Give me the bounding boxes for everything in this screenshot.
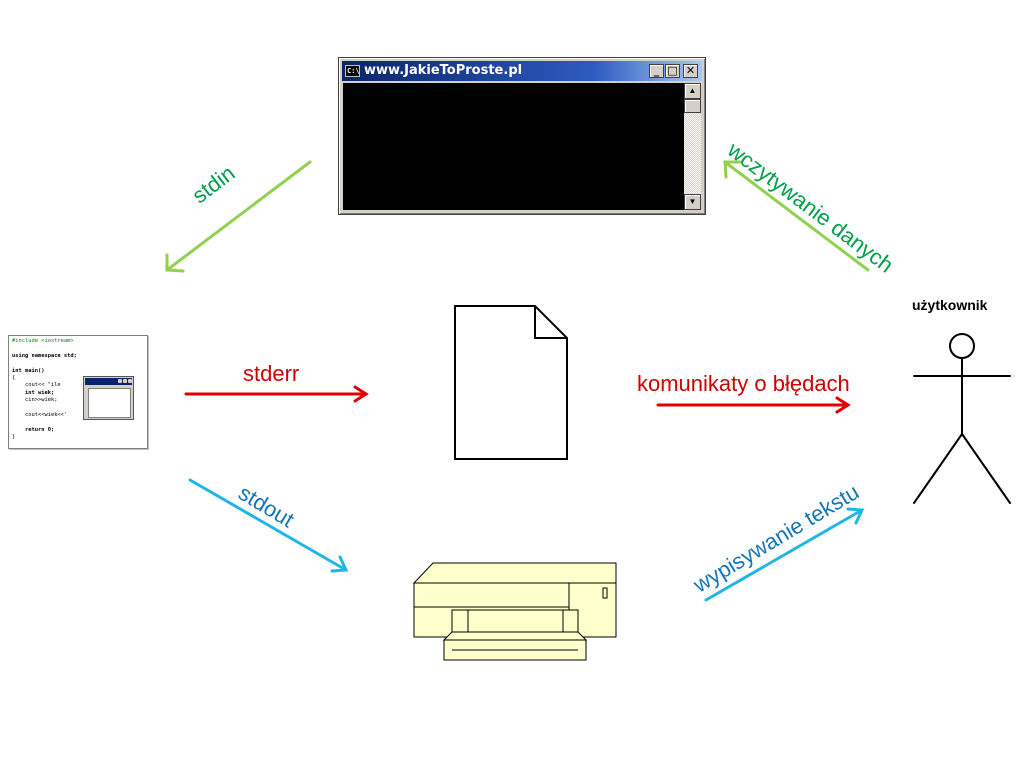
code-line: using namespace std; [12,352,77,359]
stderr-arrow [184,385,369,403]
code-line: cin>>wiek; [12,397,58,404]
errors-label: komunikaty o błędach [637,371,850,396]
writing-arrow [704,507,865,602]
stdin-arrow [165,160,312,273]
code-line: return 0; [12,426,55,433]
code-line: int wiek; [12,389,55,396]
errors-arrow [656,396,851,414]
minimize-icon: _ [649,64,664,78]
code-line: #include <iostream> [12,338,74,344]
console-titlebar: C:\ www.JakieToProste.pl _ □ ✕ [342,61,702,81]
console-title: www.JakieToProste.pl [364,63,523,78]
mini-window-icon [83,376,134,420]
maximize-icon: □ [665,64,680,78]
console-scrollbar: ▲ ▼ [684,83,701,210]
document-file-icon [454,305,568,460]
code-text: #include <iostream> using namespace std;… [12,338,77,442]
console-prompt-icon: C:\ [345,65,360,77]
console-screen [343,83,684,210]
code-line: { [12,375,16,382]
stick-figure-user-icon [913,333,1011,504]
close-icon: ✕ [683,64,698,78]
user-label: użytkownik [912,297,988,313]
stderr-label: stderr [243,361,300,386]
scroll-up-icon: ▲ [684,83,701,99]
code-line: cout<<wiek<<' [12,412,68,419]
printer-icon [412,562,617,661]
reading-arrow [723,160,870,272]
console-window: C:\ www.JakieToProste.pl _ □ ✕ ▲ ▼ [338,57,706,215]
code-line: cout<< "ile [12,382,64,389]
code-line: int main() [12,367,45,374]
code-line: } [12,434,16,441]
scroll-thumb [684,99,701,113]
source-code-icon: #include <iostream> using namespace std;… [8,335,148,449]
scroll-down-icon: ▼ [684,194,701,210]
stdout-arrow [188,478,349,573]
